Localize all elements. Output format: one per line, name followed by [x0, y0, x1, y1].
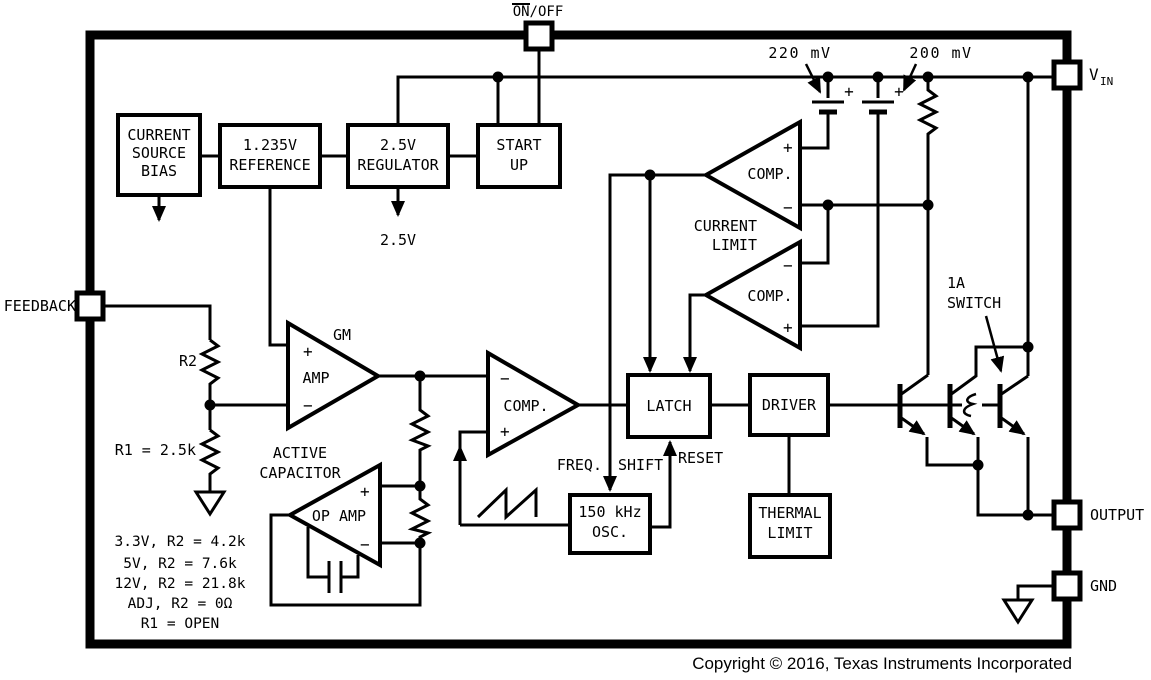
cap2-plus-sign: +	[894, 82, 904, 101]
startup-label-2: UP	[510, 156, 528, 174]
switch-label-2: SWITCH	[947, 294, 1001, 312]
csb-label-3: BIAS	[141, 162, 177, 180]
base-squiggle	[962, 392, 978, 418]
pin-vin-label: V	[1089, 65, 1099, 84]
csb-label-2: SOURCE	[132, 144, 186, 162]
block-startup: START UP	[476, 123, 562, 189]
gm-plus: +	[303, 342, 313, 361]
pwm-comp-plus: +	[500, 422, 510, 441]
pwm-comparator: − COMP. +	[486, 349, 583, 459]
copyright-notice: Copyright © 2016, Texas Instruments Inco…	[692, 654, 1072, 673]
cap1-plus-sign: +	[844, 82, 854, 101]
cl-bot-minus: −	[783, 256, 793, 275]
r1-value-label: R1 = 2.5k	[115, 441, 196, 459]
active-cap-label-2: CAPACITOR	[259, 464, 341, 482]
block-latch: LATCH	[626, 373, 712, 439]
block-driver: DRIVER	[748, 373, 830, 437]
reg-label-2: REGULATOR	[357, 156, 439, 174]
cl-top-label: COMP.	[747, 165, 792, 183]
cl-bot-label: COMP.	[747, 287, 792, 305]
opamp-minus: −	[360, 535, 370, 554]
junction-dots	[204, 71, 1034, 549]
block-thermal-limit: THERMAL LIMIT	[748, 493, 832, 559]
pin-gnd: GND	[1051, 570, 1117, 602]
pin-feedback: FEEDBACK	[4, 290, 106, 322]
wires-oscillator-loop	[453, 173, 706, 529]
ground-symbol-r1	[193, 490, 227, 517]
driver-label: DRIVER	[762, 396, 817, 414]
pwm-comp-label: COMP.	[503, 397, 548, 415]
pin-vin: V IN	[1051, 59, 1113, 91]
opamp-plus: +	[360, 482, 370, 501]
sawtooth-waveform	[476, 486, 538, 521]
freq-label: FREQ.	[557, 456, 602, 474]
gm-amplifier: GM + AMP −	[286, 319, 382, 432]
pwm-comp-minus: −	[500, 369, 510, 388]
current-limit-comparator-top: + COMP. −	[701, 118, 802, 232]
cl-bot-plus: +	[783, 318, 793, 337]
pin-gnd-label: GND	[1090, 577, 1117, 595]
annotations: 2.5V CURRENT LIMIT FREQ. SHIFT RESET 1A …	[115, 44, 1072, 673]
gm-minus: −	[303, 396, 313, 415]
block-oscillator: 150 kHz OSC.	[568, 493, 652, 555]
ref-label-1: 1.235V	[243, 136, 297, 154]
startup-label-1: START	[496, 136, 541, 154]
pin-output-label: OUTPUT	[1090, 506, 1144, 524]
ground-symbol-gnd	[1001, 598, 1035, 625]
thermal-label-1: THERMAL	[758, 504, 821, 522]
switch-label-1: 1A	[947, 274, 965, 292]
wires-gm-output-chain	[269, 374, 488, 607]
regulator-output-label: 2.5V	[380, 231, 416, 249]
divider-table-row-3: 12V, R2 = 21.8k	[115, 576, 246, 592]
pin-vin-subscript: IN	[1100, 75, 1113, 88]
shift-label: SHIFT	[618, 456, 663, 474]
wires-top-rail	[396, 49, 1054, 125]
wires-feedback-divider	[103, 304, 288, 517]
pin-on-off: ON/OFF	[512, 3, 564, 52]
current-limit-label-1: CURRENT	[694, 217, 757, 235]
current-limit-label-2: LIMIT	[712, 236, 757, 254]
wires-block-chain	[152, 154, 478, 347]
gm-label: GM	[333, 326, 351, 344]
thermal-label-2: LIMIT	[767, 524, 812, 542]
divider-table-row-5: R1 = OPEN	[141, 616, 220, 632]
op-amp: + OP AMP −	[285, 461, 382, 569]
reg-label-1: 2.5V	[380, 136, 416, 154]
current-limit-comparator-bottom: − COMP. +	[701, 238, 802, 352]
wires-latch-driver	[710, 392, 1000, 495]
wires-current-limit-inputs	[800, 63, 928, 328]
divider-table-row-2: 5V, R2 = 7.6k	[123, 556, 237, 572]
ic-boundary	[85, 30, 1072, 649]
offset-200mv-label: 200 mV	[909, 44, 972, 62]
block-reference: 1.235V REFERENCE	[218, 123, 322, 189]
pin-on-off-label: ON/OFF	[513, 4, 564, 20]
reset-label: RESET	[678, 449, 723, 467]
cl-top-minus: −	[783, 198, 793, 217]
csb-label-1: CURRENT	[127, 126, 190, 144]
wires-gnd	[1001, 584, 1054, 625]
r2-label: R2	[179, 352, 197, 370]
osc-label-2: OSC.	[592, 523, 628, 541]
pin-output: OUTPUT	[1051, 499, 1144, 531]
pin-feedback-label: FEEDBACK	[4, 297, 76, 315]
latch-label: LATCH	[646, 397, 691, 415]
block-current-source-bias: CURRENT SOURCE BIAS	[116, 113, 202, 197]
offset-220mv-label: 220 mV	[768, 44, 831, 62]
arrowhead-up	[453, 445, 467, 461]
divider-table-row-1: 3.3V, R2 = 4.2k	[115, 534, 246, 550]
divider-table-row-4: ADJ, R2 = 0Ω	[128, 596, 233, 612]
gm-amp-label: AMP	[302, 369, 329, 387]
opamp-label: OP AMP	[312, 507, 366, 525]
block-regulator: 2.5V REGULATOR	[346, 123, 450, 189]
cl-top-plus: +	[783, 138, 793, 157]
active-cap-label-1: ACTIVE	[273, 444, 327, 462]
osc-label-1: 150 kHz	[578, 503, 641, 521]
ref-label-2: REFERENCE	[229, 156, 310, 174]
